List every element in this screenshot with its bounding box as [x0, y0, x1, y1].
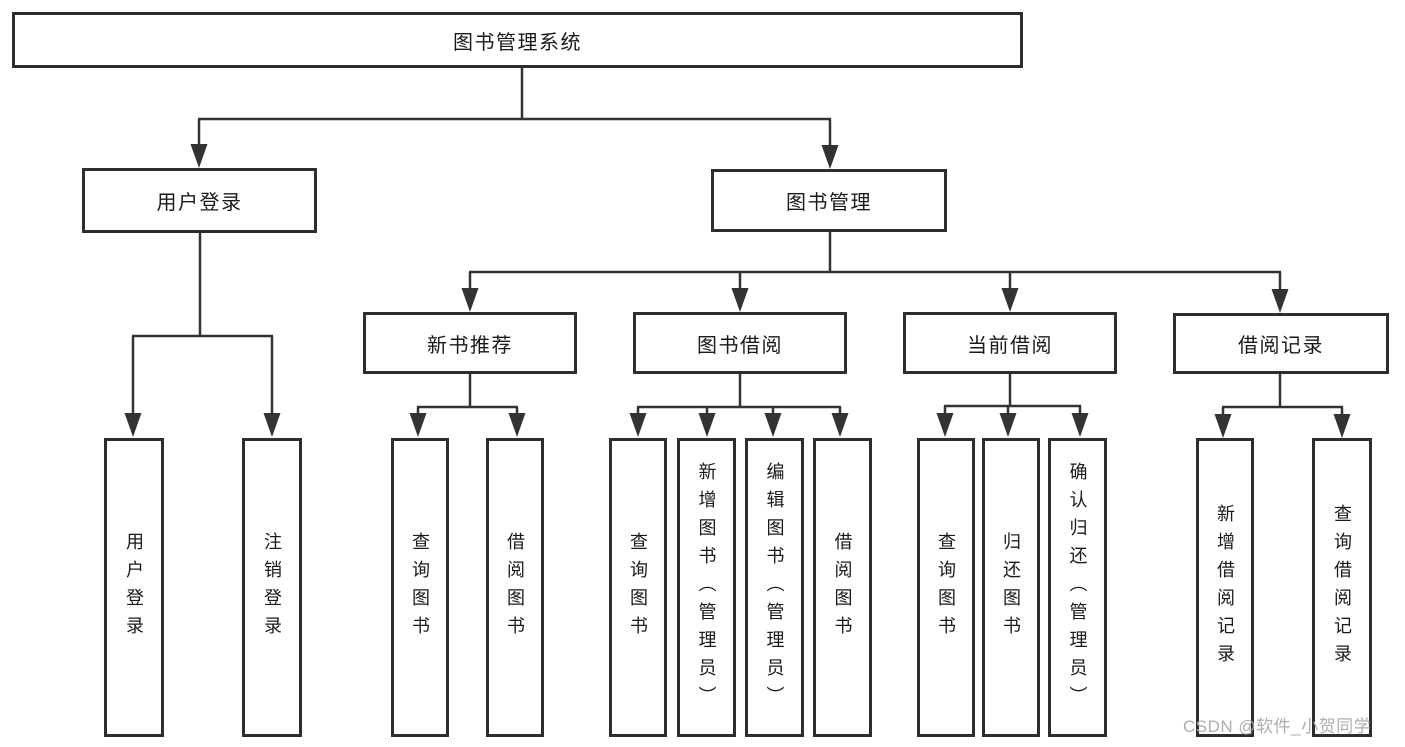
node-label: 确认归还（管理员）: [1067, 461, 1088, 714]
leaf-add-borrow-record: 新增借阅记录: [1196, 438, 1254, 737]
node-new-book-recommend: 新书推荐: [363, 312, 577, 374]
leaf-logout: 注销登录: [242, 438, 302, 737]
node-book-borrow: 图书借阅: [633, 312, 847, 374]
arrowheads: [124, 144, 1351, 438]
node-label: 新书推荐: [427, 334, 513, 357]
leaf-query-books-borrow: 查询图书: [609, 438, 667, 737]
leaf-query-books-current: 查询图书: [917, 438, 975, 737]
node-borrow-records: 借阅记录: [1173, 313, 1389, 374]
leaf-query-borrow-record: 查询借阅记录: [1312, 438, 1372, 737]
node-label: 注销登录: [262, 531, 282, 644]
leaf-user-login: 用户登录: [104, 438, 164, 737]
node-label: 借阅记录: [1238, 335, 1324, 357]
node-label: 查询借阅记录: [1332, 503, 1352, 672]
node-current-borrow: 当前借阅: [903, 312, 1117, 374]
node-root: 图书管理系统: [12, 12, 1023, 68]
node-label: 新增借阅记录: [1215, 503, 1235, 672]
node-book-management: 图书管理: [711, 169, 947, 232]
node-label: 用户登录: [124, 531, 144, 644]
node-label: 查询图书: [936, 531, 956, 644]
node-label: 图书管理系统: [453, 31, 582, 54]
node-label: 编辑图书（管理员）: [764, 461, 785, 714]
csdn-watermark: CSDN @软件_小贺同学: [1183, 717, 1372, 736]
node-label: 借阅图书: [505, 531, 525, 644]
leaf-borrow-books: 借阅图书: [813, 438, 872, 737]
node-label: 图书借阅: [697, 334, 783, 357]
leaf-edit-book-admin: 编辑图书（管理员）: [745, 438, 804, 737]
node-label: 查询图书: [628, 531, 648, 644]
leaf-confirm-return-admin: 确认归还（管理员）: [1048, 438, 1107, 737]
node-label: 借阅图书: [832, 531, 853, 644]
leaf-return-book: 归还图书: [982, 438, 1040, 737]
node-label: 图书管理: [786, 192, 872, 214]
node-label: 新增图书（管理员）: [696, 461, 717, 714]
node-label: 归还图书: [1001, 531, 1021, 644]
node-label: 当前借阅: [967, 334, 1053, 357]
leaf-add-book-admin: 新增图书（管理员）: [677, 438, 736, 737]
leaf-borrow-books-recommend: 借阅图书: [486, 438, 544, 737]
leaf-query-books-recommend: 查询图书: [391, 438, 449, 737]
node-label: 用户登录: [156, 192, 243, 214]
node-user-login: 用户登录: [82, 168, 317, 233]
node-label: 查询图书: [410, 531, 430, 644]
